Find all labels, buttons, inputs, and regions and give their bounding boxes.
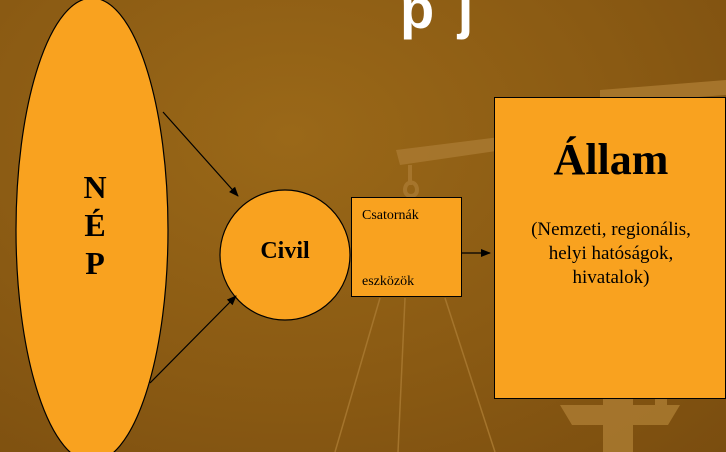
channels-bottom-label: eszközök	[362, 274, 415, 289]
state-description-line-3: hivatalok)	[572, 267, 650, 288]
state-description-line-1: (Nemzeti, regionális,	[531, 219, 691, 240]
arrow-nep-to-civil-lower	[149, 295, 237, 384]
state-description-line-2: helyi hatóságok,	[548, 243, 674, 264]
nep-letter-p: P	[85, 245, 105, 281]
state-box: Állam (Nemzeti, regionális, helyi hatósá…	[494, 97, 726, 399]
civil-label: Civil	[260, 238, 310, 264]
state-description: (Nemzeti, regionális, helyi hatóságok, h…	[505, 218, 717, 290]
channels-box: Csatornák eszközök	[351, 197, 462, 297]
slide-title-fragment: p j	[400, 0, 478, 40]
nep-label: N É P	[60, 168, 130, 282]
arrow-nep-to-civil-upper	[162, 111, 239, 197]
nep-letter-e: É	[84, 207, 106, 243]
channels-top-label: Csatornák	[362, 208, 419, 223]
civil-circle	[219, 189, 351, 321]
nep-letter-n: N	[83, 169, 107, 205]
state-title: Állam	[553, 135, 669, 184]
nep-ellipse	[15, 0, 169, 452]
